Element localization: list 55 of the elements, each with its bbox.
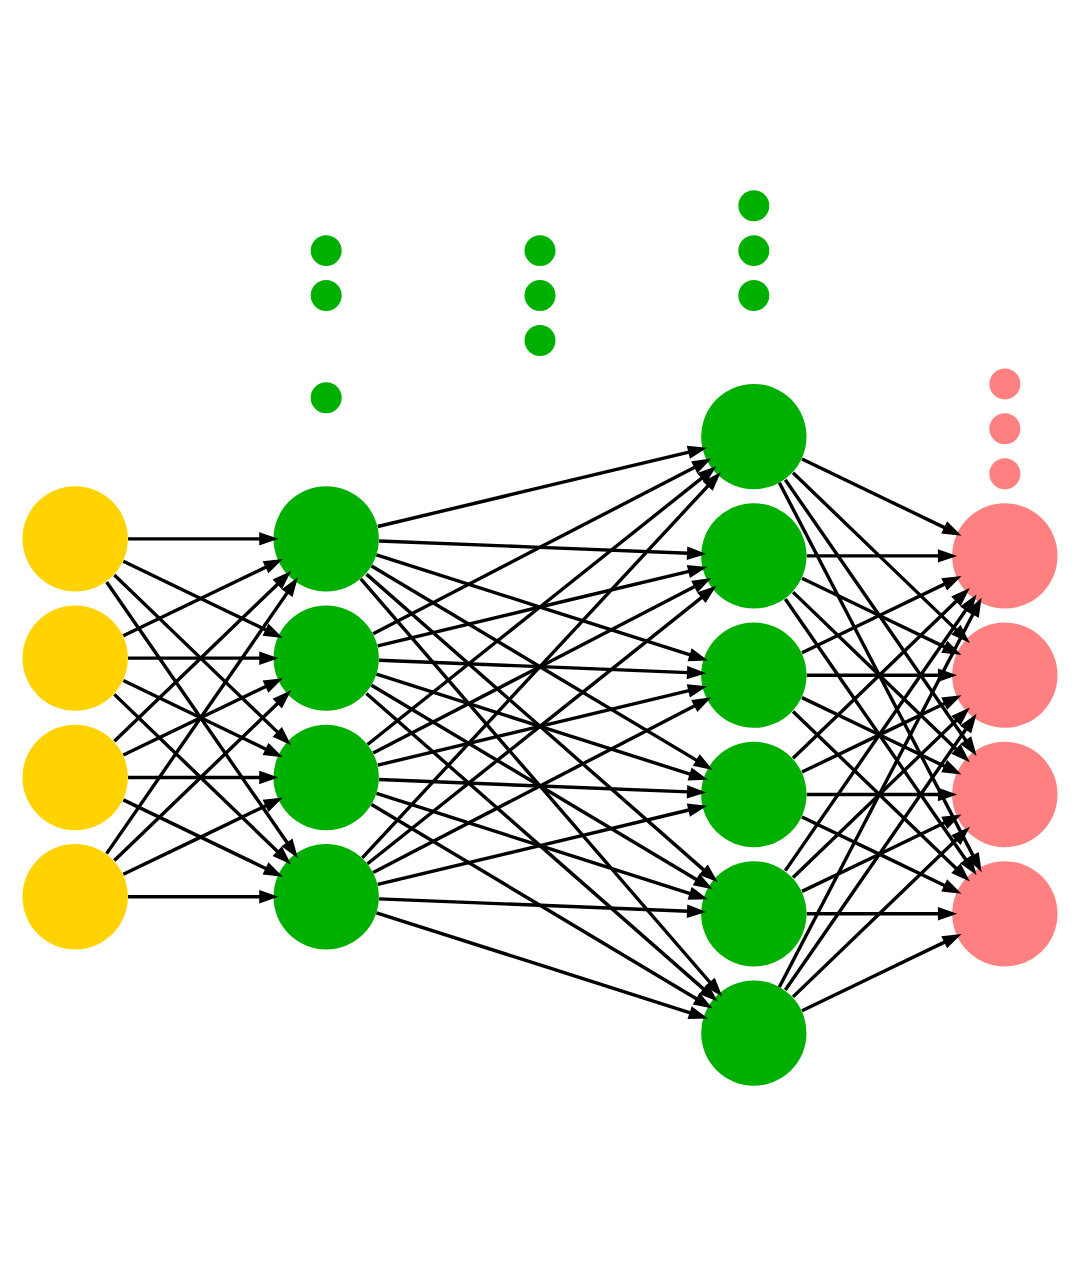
node-dot — [989, 368, 1021, 400]
node-dot — [738, 280, 770, 312]
arrow — [377, 445, 708, 529]
node-dot — [738, 190, 770, 222]
node-circle — [22, 486, 128, 592]
node-circle — [701, 861, 807, 967]
node-dot — [524, 280, 556, 312]
arrow — [378, 658, 707, 680]
node-circle — [22, 724, 128, 831]
arrow — [783, 478, 977, 756]
arrow — [361, 472, 721, 860]
arrow — [783, 713, 977, 991]
node-dot — [524, 235, 556, 267]
arrow — [378, 539, 707, 560]
arrow — [777, 481, 982, 873]
node-circle — [701, 503, 807, 609]
arrow — [377, 684, 708, 767]
arrow — [801, 933, 962, 1013]
arrow — [377, 803, 708, 887]
arrow — [128, 532, 279, 546]
arrow — [378, 777, 707, 799]
node-circle — [701, 622, 807, 728]
arrow — [128, 770, 279, 785]
arrow — [375, 911, 708, 1020]
node-dot — [524, 325, 556, 356]
arrow — [372, 697, 712, 874]
node-circle — [701, 980, 807, 1086]
node-dot — [310, 280, 342, 312]
arrow — [791, 826, 970, 999]
arrow — [791, 471, 970, 643]
arrow — [370, 803, 713, 1009]
node-circle — [22, 844, 128, 950]
arrow — [370, 683, 713, 890]
node-dot — [989, 458, 1021, 490]
node-circle — [22, 605, 128, 711]
arrow — [375, 553, 708, 662]
arrow — [128, 890, 279, 904]
arrow — [777, 597, 982, 988]
arrow — [365, 692, 718, 1002]
node-dot — [310, 382, 342, 414]
arrow — [359, 577, 723, 997]
node-circle — [701, 741, 807, 848]
arrow — [806, 549, 958, 563]
arrow — [375, 791, 708, 900]
arrow — [375, 672, 708, 781]
arrow — [801, 457, 962, 536]
arrow — [366, 466, 717, 746]
arrow — [377, 564, 708, 648]
arrow — [372, 458, 712, 636]
arrow — [378, 897, 707, 918]
node-dot — [989, 413, 1021, 445]
arrow — [806, 907, 958, 921]
node-dot — [310, 235, 342, 267]
arrow — [128, 651, 279, 665]
node-dot — [738, 235, 770, 267]
